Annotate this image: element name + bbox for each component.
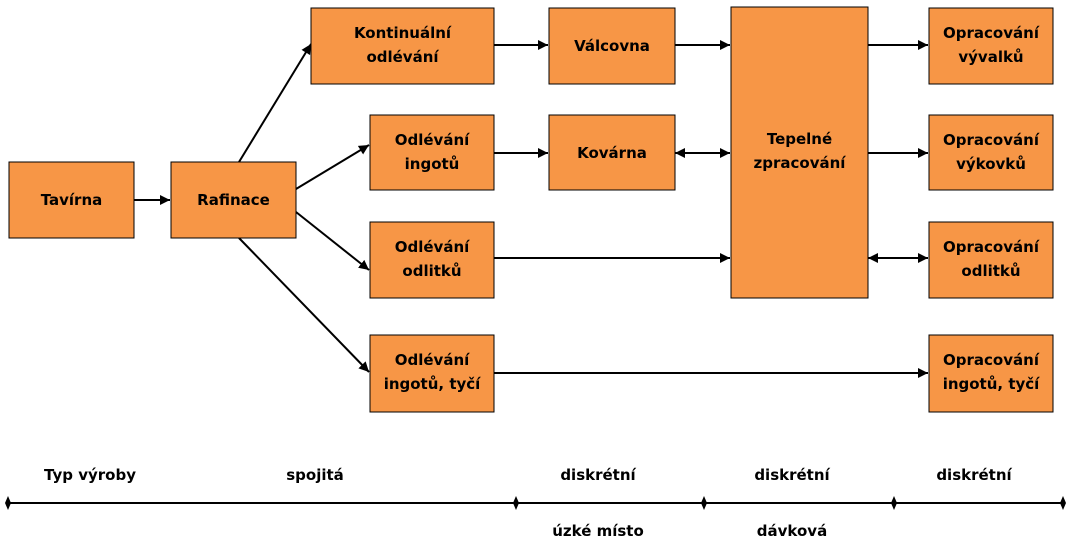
box-opr-vyvalku-line-1: Opracování <box>943 24 1040 42</box>
box-odlevani-ingotu-line-1: Odlévání <box>395 131 470 149</box>
box-opr-vykovku-line-2: výkovků <box>956 155 1026 173</box>
box-tavirna: Tavírna <box>8 161 135 239</box>
box-odlevani-odlitku-line-1: Odlévání <box>395 238 470 256</box>
box-kontinualni-line-2: odlévání <box>366 48 439 66</box>
box-tepelne-line-1: Tepelné <box>767 130 832 148</box>
label-uzke-misto: úzké místo <box>552 522 644 540</box>
box-odlevani-ingotu-tyci-line-2: ingotů, tyčí <box>384 375 481 393</box>
arrow-rafinace-kontinualni <box>238 43 312 163</box>
timeline-marker-start <box>5 496 11 510</box>
label-davkova: dávková <box>757 522 827 540</box>
box-tepelne-zpracovani: Tepelné zpracování <box>730 6 869 299</box>
timeline-marker-3 <box>891 496 897 510</box>
timeline-marker-2 <box>701 496 707 510</box>
box-odlevani-ingotu-tyci: Odlévání ingotů, tyčí <box>369 334 495 413</box>
box-opracovani-ingotu-tyci: Opracování ingotů, tyčí <box>928 334 1054 413</box>
box-opracovani-vyvalku: Opracování vývalků <box>928 7 1054 85</box>
box-kovarna: Kovárna <box>548 114 676 191</box>
box-rafinace-line-1: Rafinace <box>197 191 270 209</box>
box-tavirna-line-1: Tavírna <box>41 191 103 209</box>
box-opracovani-vykovku: Opracování výkovků <box>928 114 1054 191</box>
box-opr-vyvalku-line-2: vývalků <box>958 48 1023 66</box>
arrow-rafinace-odlevani-ingotu-tyci <box>238 237 370 373</box>
box-opr-ingotu-tyci-line-2: ingotů, tyčí <box>943 375 1040 393</box>
label-diskretni-3: diskrétní <box>936 466 1012 484</box>
box-kontinualni-line-1: Kontinuální <box>354 24 452 42</box>
arrow-rafinace-odlevani-ingotu <box>295 144 370 190</box>
box-odlevani-odlitku-line-2: odlitků <box>402 262 461 280</box>
box-tepelne-line-2: zpracování <box>754 154 847 172</box>
box-kovarna-line-1: Kovárna <box>577 144 647 162</box>
box-opr-odlitku-line-1: Opracování <box>943 238 1040 256</box>
label-spojita: spojitá <box>286 466 344 484</box>
box-valcovna-line-1: Válcovna <box>574 37 650 55</box>
box-odlevani-ingotu-tyci-line-1: Odlévání <box>395 351 470 369</box>
box-opr-ingotu-tyci-line-1: Opracování <box>943 351 1040 369</box>
box-opr-odlitku-line-2: odlitků <box>961 262 1020 280</box>
box-odlevani-ingotu: Odlévání ingotů <box>369 114 495 191</box>
timeline-marker-end <box>1060 496 1066 510</box>
box-opr-vykovku-line-1: Opracování <box>943 131 1040 149</box>
arrow-rafinace-odlevani-odlitku <box>295 211 370 271</box>
box-odlevani-odlitku: Odlévání odlitků <box>369 221 495 299</box>
box-rafinace: Rafinace <box>170 161 297 239</box>
box-opracovani-odlitku: Opracování odlitků <box>928 221 1054 299</box>
box-valcovna: Válcovna <box>548 7 676 85</box>
timeline-marker-1 <box>513 496 519 510</box>
box-odlevani-ingotu-line-2: ingotů <box>405 155 460 173</box>
label-diskretni-2: diskrétní <box>754 466 830 484</box>
box-kontinualni-odlevani: Kontinuální odlévání <box>310 7 495 85</box>
label-diskretni-1: diskrétní <box>560 466 636 484</box>
label-typ-vyroby: Typ výroby <box>44 466 136 484</box>
production-type-timeline: Typ výroby spojitá diskrétní diskrétní d… <box>5 466 1066 540</box>
